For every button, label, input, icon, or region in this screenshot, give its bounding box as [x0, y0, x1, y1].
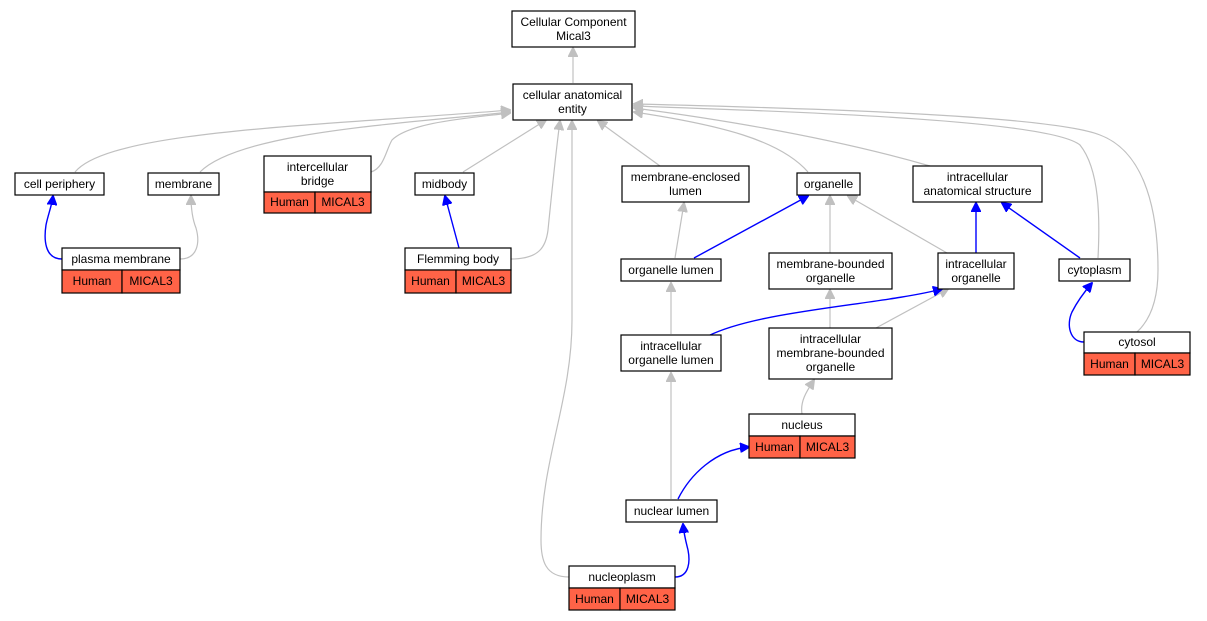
node-label: membrane-bounded [776, 346, 884, 360]
edge-cell-periphery-cae [74, 110, 510, 173]
node-label: membrane-enclosed [631, 170, 740, 184]
node-nuclear-lumen[interactable]: nuclear lumen [625, 499, 718, 523]
node-label: entity [558, 102, 587, 116]
nodes: Cellular Component Mical3 cellular anato… [14, 10, 1191, 611]
edge-nucleoplasm-cae [540, 121, 572, 578]
node-label: plasma membrane [71, 252, 171, 266]
node-cellular-component[interactable]: Cellular Component Mical3 [511, 10, 636, 48]
node-label: membrane [155, 177, 213, 191]
edge-cytosol-cae [634, 104, 1159, 333]
node-intracellular-anatomical-structure[interactable]: intracellular anatomical structure [912, 165, 1043, 203]
node-label: organelle [806, 360, 856, 374]
node-label: organelle [806, 271, 856, 285]
node-label: bridge [301, 174, 335, 188]
annotation-species: Human [73, 274, 112, 288]
node-label: cellular anatomical [523, 88, 622, 102]
node-plasma-membrane[interactable]: plasma membrane Human MICAL3 [61, 247, 181, 294]
node-intracellular-organelle-lumen[interactable]: intracellular organelle lumen [620, 334, 722, 372]
annotation-species: Human [755, 440, 794, 454]
edge-nucleus-imbo [801, 380, 814, 415]
node-cellular-anatomical-entity[interactable]: cellular anatomical entity [512, 83, 633, 121]
edge-nucleoplasm-nl [674, 524, 690, 578]
node-label: cytoplasm [1067, 263, 1121, 277]
node-label: organelle [951, 271, 1001, 285]
edge-cytoplasm-cae [634, 106, 1100, 259]
edges [44, 48, 1159, 578]
edge-ias-cae [634, 108, 931, 167]
node-label: nucleoplasm [588, 570, 655, 584]
node-label: organelle lumen [628, 263, 713, 277]
node-membrane[interactable]: membrane [147, 172, 220, 196]
node-label: intercellular [287, 160, 348, 174]
annotation-species: Human [575, 592, 614, 606]
edge-cytoplasm-ias [1002, 203, 1081, 259]
edge-nl-nucleus [677, 447, 749, 500]
annotation-gene: MICAL3 [462, 274, 506, 288]
node-label: intracellular [640, 339, 701, 353]
node-label: Flemming body [417, 252, 499, 266]
annotation-species: Human [270, 195, 309, 209]
edge-mel-cae [598, 121, 661, 167]
edge-cytosol-cytoplasm [1068, 283, 1092, 343]
node-label: organelle lumen [628, 353, 713, 367]
node-organelle-lumen[interactable]: organelle lumen [620, 258, 722, 282]
node-nucleus[interactable]: nucleus Human MICAL3 [748, 413, 856, 459]
edge-membrane-cae [199, 112, 510, 173]
edge-midbody-cae [462, 120, 546, 173]
edge-ol-organelle [693, 196, 808, 259]
annotation-gene: MICAL3 [806, 440, 850, 454]
node-label: nuclear lumen [634, 504, 709, 518]
node-label: lumen [669, 184, 702, 198]
annotation-gene: MICAL3 [626, 592, 670, 606]
node-flemming-body[interactable]: Flemming body Human MICAL3 [404, 247, 512, 294]
node-label: cytosol [1118, 335, 1155, 349]
node-label: organelle [804, 177, 854, 191]
node-label: Mical3 [556, 29, 591, 43]
node-intracellular-membrane-bounded-organelle[interactable]: intracellular membrane-bounded organelle [768, 327, 893, 380]
edge-bridge-cae [370, 113, 510, 173]
edge-pm-cell-periphery [44, 196, 63, 260]
edge-flemming-cae [510, 121, 560, 260]
node-organelle[interactable]: organelle [796, 172, 861, 196]
node-intercellular-bridge[interactable]: intercellular bridge Human MICAL3 [263, 155, 372, 214]
node-label: midbody [422, 177, 467, 191]
node-label: intracellular [800, 332, 861, 346]
annotation-gene: MICAL3 [129, 274, 173, 288]
annotation-species: Human [1090, 357, 1129, 371]
node-cell-periphery[interactable]: cell periphery [14, 172, 105, 196]
annotation-gene: MICAL3 [1141, 357, 1185, 371]
node-midbody[interactable]: midbody [414, 172, 475, 196]
edge-organelle-cae [634, 112, 809, 173]
edge-pm-membrane [179, 196, 199, 260]
annotation-species: Human [411, 274, 450, 288]
node-label: membrane-bounded [776, 257, 884, 271]
node-label: intracellular [945, 257, 1006, 271]
edge-iol-io [707, 289, 942, 337]
node-nucleoplasm[interactable]: nucleoplasm Human MICAL3 [568, 565, 676, 611]
node-label: anatomical structure [923, 184, 1031, 198]
edge-ol-mel [674, 203, 684, 259]
annotation-gene: MICAL3 [321, 195, 365, 209]
node-intracellular-organelle[interactable]: intracellular organelle [937, 252, 1015, 290]
node-cytoplasm[interactable]: cytoplasm [1058, 258, 1131, 282]
node-membrane-enclosed-lumen[interactable]: membrane-enclosed lumen [621, 165, 750, 203]
node-label: cell periphery [24, 177, 95, 191]
node-membrane-bounded-organelle[interactable]: membrane-bounded organelle [768, 252, 893, 290]
node-label: Cellular Component [520, 15, 627, 29]
node-label: intracellular [947, 170, 1008, 184]
node-label: nucleus [781, 418, 822, 432]
node-cytosol[interactable]: cytosol Human MICAL3 [1083, 331, 1191, 376]
edge-io-organelle [848, 196, 948, 254]
edge-flemming-midbody [445, 196, 460, 249]
